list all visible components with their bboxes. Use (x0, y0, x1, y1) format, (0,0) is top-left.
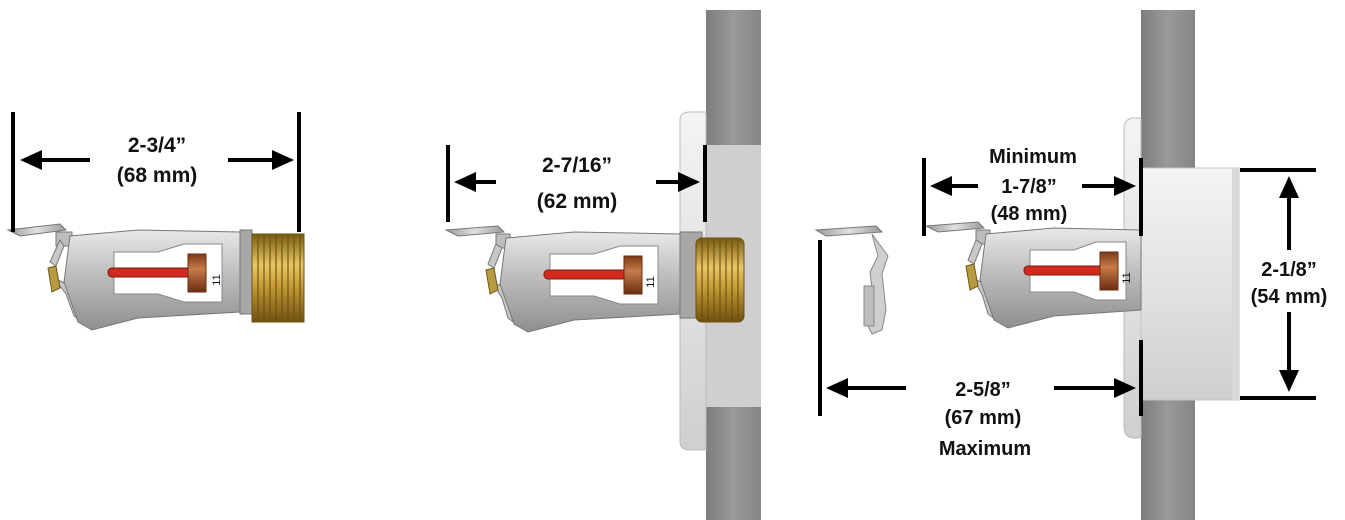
dim-metric: (48 mm) (991, 203, 1068, 225)
dim-metric: (62 mm) (537, 190, 618, 213)
dim-metric: (68 mm) (117, 164, 198, 187)
dim-metric: (67 mm) (945, 407, 1022, 429)
dimension-escutcheon-diameter: 2-1/8” (54 mm) (1240, 168, 1328, 400)
dim-value: 2-1/8” (1261, 259, 1317, 281)
view-recessed-adjustable: 11 Minimum 1-7/8” (48 mm) 2-5/8” (67 mm)… (814, 10, 1328, 520)
dim-value: 1-7/8” (1001, 176, 1057, 198)
dimension-maximum: 2-5/8” (67 mm) Maximum (818, 240, 1143, 460)
deflector-max-position (814, 225, 889, 335)
pipe-threads (251, 233, 305, 323)
dim-value: 2-3/4” (128, 134, 186, 157)
escutcheon-cup (1140, 167, 1240, 401)
sprinkler-pendent: 11 (6, 223, 305, 331)
frame-mark: 11 (645, 276, 657, 287)
dim-label: Maximum (939, 438, 1031, 460)
dim-metric: (54 mm) (1251, 286, 1328, 308)
dim-label: Minimum (989, 146, 1077, 168)
dim-value: 2-7/16” (542, 154, 612, 177)
dimension-recessed-length: 2-7/16” (62 mm) (446, 145, 707, 222)
sprinkler-adjustable: 11 (924, 221, 1142, 329)
dimension-overall-length: 2-3/4” (68 mm) (11, 112, 301, 232)
view-recessed-flush: 11 2-7/16” (62 mm) (444, 10, 761, 520)
dim-value: 2-5/8” (955, 379, 1011, 401)
sprinkler-flush: 11 (444, 225, 745, 333)
frame-mark: 11 (211, 274, 223, 285)
view-pendent: 11 2-3/4” (68 mm) (6, 112, 305, 331)
dimension-minimum: Minimum 1-7/8” (48 mm) (922, 146, 1143, 236)
pipe-threads (695, 237, 745, 323)
frame-mark: 11 (1121, 272, 1133, 283)
